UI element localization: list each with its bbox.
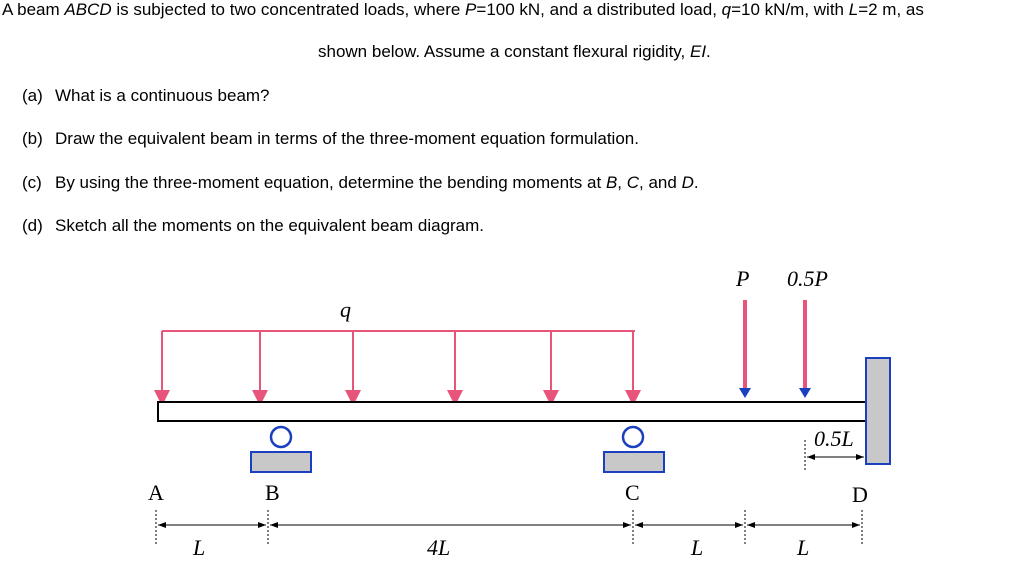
question-a: (a)What is a continuous beam? bbox=[22, 86, 270, 105]
question-d: (d)Sketch all the moments on the equival… bbox=[22, 216, 485, 235]
fixed-support-D bbox=[865, 357, 891, 465]
dim-label-load-D: L bbox=[796, 535, 809, 560]
point-load-05P-label: 0.5P bbox=[787, 266, 828, 291]
point-label-B: B bbox=[265, 480, 280, 505]
roller-support-B bbox=[250, 425, 312, 473]
dim-label-AB: L bbox=[192, 535, 205, 560]
problem-statement-line-2: shown below. Assume a constant flexural … bbox=[318, 42, 711, 61]
point-label-A: A bbox=[148, 480, 164, 505]
beam bbox=[157, 401, 867, 422]
dim-label-05L: 0.5L bbox=[814, 426, 854, 451]
dim-label-BC: 4L bbox=[427, 535, 450, 560]
point-label-C: C bbox=[625, 480, 640, 505]
dimension-ticks bbox=[155, 440, 863, 545]
point-load-P-head bbox=[739, 388, 751, 398]
point-label-D: D bbox=[852, 482, 868, 507]
distributed-load-label: q bbox=[340, 297, 351, 322]
question-b: (b)Draw the equivalent beam in terms of … bbox=[22, 129, 639, 148]
question-c: (c)By using the three-moment equation, d… bbox=[22, 173, 699, 192]
distributed-load bbox=[154, 330, 641, 406]
roller-support-C bbox=[603, 425, 665, 473]
point-load-05P-head bbox=[799, 388, 811, 398]
dimension-lines bbox=[158, 454, 864, 528]
problem-statement-line-1: A beam ABCD is subjected to two concentr… bbox=[2, 0, 924, 19]
dim-label-C-load: L bbox=[690, 535, 703, 560]
point-load-P-label: P bbox=[735, 266, 749, 291]
